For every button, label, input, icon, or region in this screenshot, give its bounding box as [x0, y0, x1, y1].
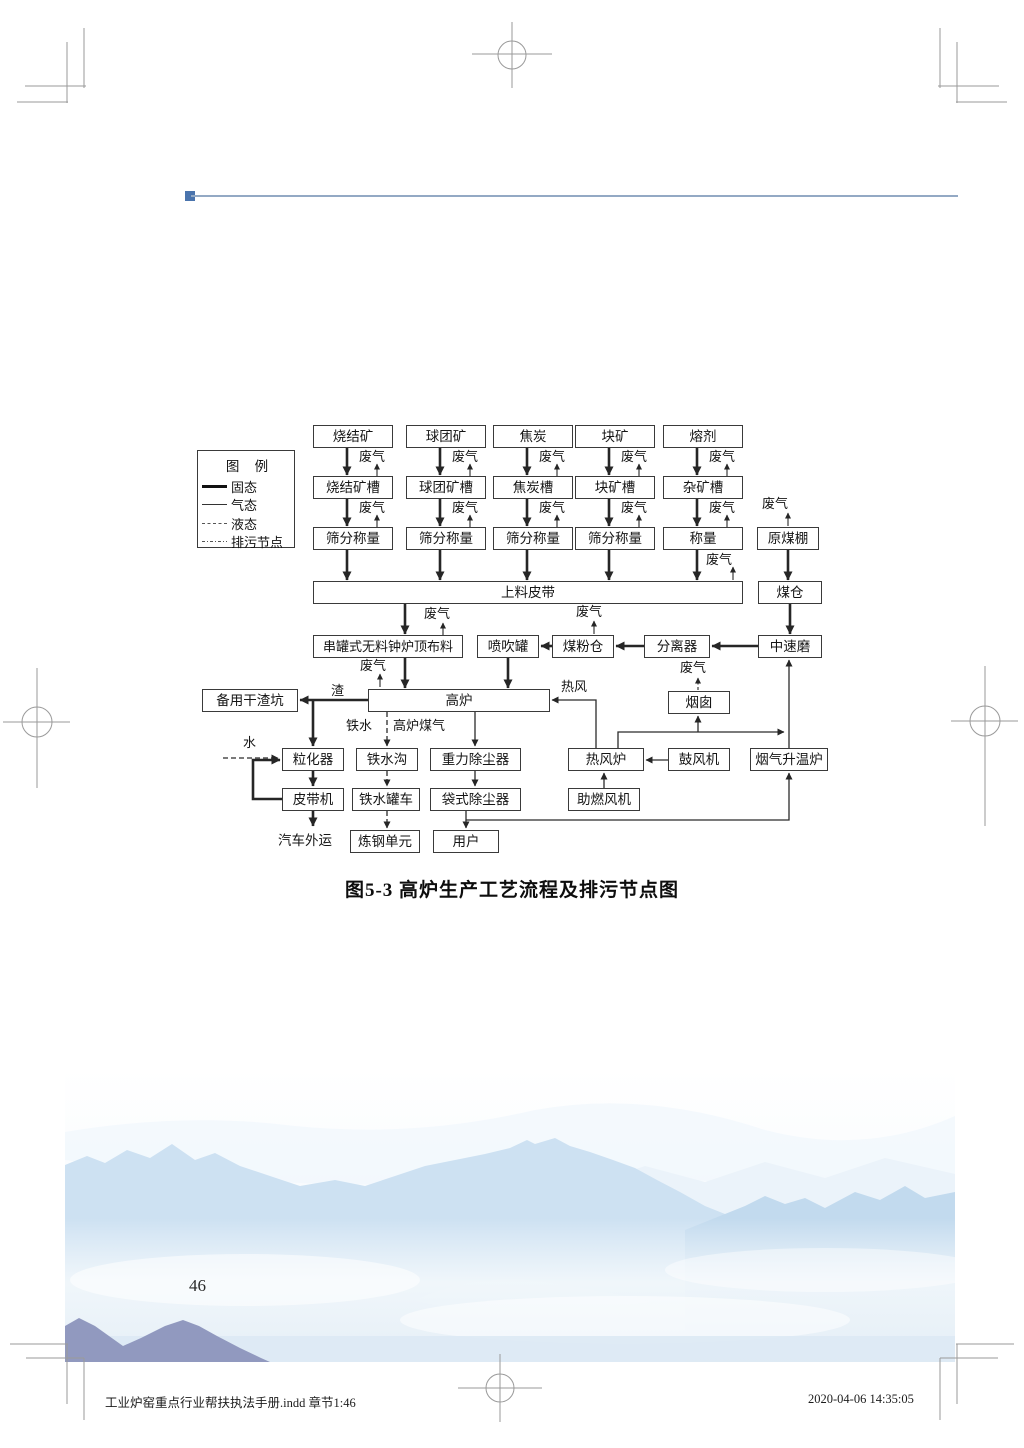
label-water: 水 [243, 735, 257, 750]
node-lump-bin: 块矿槽 [575, 476, 655, 499]
label-hot-blast: 热风 [561, 679, 588, 694]
label-waste-gas: 废气 [621, 449, 648, 464]
legend-item-solid: 固态 [198, 477, 294, 496]
legend-item-label: 排污节点 [231, 535, 284, 551]
node-bag-collector: 袋式除尘器 [430, 788, 521, 811]
node-injection-tank: 喷吹罐 [477, 635, 539, 658]
label-waste-gas: 废气 [452, 449, 479, 464]
node-screen-weigh-3: 筛分称量 [493, 527, 573, 550]
node-iron-ladle: 铁水罐车 [352, 788, 420, 811]
node-screen-weigh-2: 筛分称量 [406, 527, 486, 550]
solid-line-sample [202, 484, 227, 488]
label-waste-gas: 废气 [576, 604, 603, 619]
node-coke: 焦炭 [493, 425, 573, 448]
label-waste-gas: 废气 [709, 449, 736, 464]
node-blower: 鼓风机 [668, 748, 730, 771]
footer-filename: 工业炉窑重点行业帮扶执法手册.indd 章节1:46 [105, 1396, 356, 1410]
label-waste-gas: 废气 [424, 606, 451, 621]
legend-item-gas: 气态 [198, 496, 294, 515]
header-rule [191, 195, 958, 197]
legend-title: 图 例 [225, 459, 275, 474]
label-waste-gas: 废气 [539, 500, 566, 515]
node-feed-belt: 上料皮带 [313, 581, 743, 604]
label-bf-gas: 高炉煤气 [393, 718, 446, 733]
pollution-line-sample [202, 541, 227, 543]
page-number: 46 [189, 1276, 206, 1295]
legend-item-label: 液态 [231, 516, 258, 532]
node-coke-bin: 焦炭槽 [493, 476, 573, 499]
node-blast-furnace: 高炉 [368, 689, 550, 712]
node-screen-weigh-1: 筛分称量 [313, 527, 393, 550]
node-coal-bunker: 煤仓 [758, 581, 822, 604]
node-user: 用户 [433, 830, 499, 853]
node-separator: 分离器 [644, 635, 710, 658]
liquid-line-sample [202, 522, 227, 524]
label-waste-gas: 废气 [709, 500, 736, 515]
node-gas-heater: 烟气升温炉 [750, 748, 828, 771]
node-iron-trench: 铁水沟 [356, 748, 418, 771]
node-sinter: 烧结矿 [313, 425, 393, 448]
node-granulator: 粒化器 [282, 748, 344, 771]
node-mill: 中速磨 [758, 635, 822, 658]
footer-timestamp: 2020-04-06 14:35:05 [808, 1392, 914, 1406]
label-waste-gas: 废气 [706, 552, 733, 567]
label-molten-iron: 铁水 [346, 718, 373, 733]
legend-box: 图 例 固态 气态 液态 排污节点 [197, 450, 295, 550]
node-pellet-bin: 球团矿槽 [406, 476, 486, 499]
node-steel-unit: 炼钢单元 [350, 830, 420, 853]
label-waste-gas: 废气 [452, 500, 479, 515]
node-belt-machine: 皮带机 [282, 788, 344, 811]
node-screen-weigh-4: 筛分称量 [575, 527, 655, 550]
label-truck-out: 汽车外运 [278, 833, 332, 848]
label-waste-gas: 废气 [360, 658, 387, 673]
node-weigh: 称量 [663, 527, 743, 550]
label-waste-gas: 废气 [621, 500, 648, 515]
label-waste-gas: 废气 [359, 500, 386, 515]
node-coal-shed: 原煤棚 [757, 527, 819, 550]
mountain-artwork [65, 1068, 955, 1362]
label-waste-gas: 废气 [680, 660, 707, 675]
node-sinter-bin: 烧结矿槽 [313, 476, 393, 499]
legend-item-label: 固态 [231, 479, 258, 495]
node-flux: 熔剂 [663, 425, 743, 448]
legend-item-label: 气态 [231, 498, 258, 514]
header-accent-square [185, 191, 195, 201]
node-gravity-collector: 重力除尘器 [430, 748, 521, 771]
node-lump-ore: 块矿 [575, 425, 655, 448]
node-slag-pit: 备用干渣坑 [202, 689, 298, 712]
figure-caption: 图5-3 高炉生产工艺流程及排污节点图 [344, 880, 680, 901]
legend-item-pollution: 排污节点 [198, 533, 294, 552]
node-misc-bin: 杂矿槽 [663, 476, 743, 499]
node-top-charging: 串罐式无料钟炉顶布料 [313, 635, 463, 658]
label-waste-gas: 废气 [539, 449, 566, 464]
node-pulv-coal-bunker: 煤粉仓 [552, 635, 614, 658]
label-waste-gas: 废气 [359, 449, 386, 464]
node-chimney: 烟囱 [668, 691, 730, 714]
legend-item-liquid: 液态 [198, 514, 294, 533]
node-hot-stove: 热风炉 [568, 748, 644, 771]
gas-line-sample [202, 504, 227, 506]
node-pellet: 球团矿 [406, 425, 486, 448]
node-comb-fan: 助燃风机 [568, 788, 640, 811]
label-slag: 渣 [331, 683, 345, 698]
label-waste-gas: 废气 [762, 496, 789, 511]
